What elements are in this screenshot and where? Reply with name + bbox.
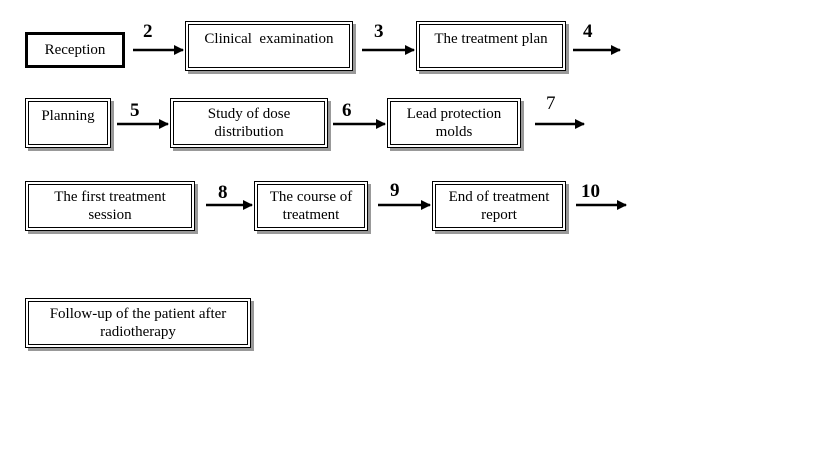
step-label: Lead protection molds [406,106,502,140]
step-label: Reception [44,42,106,58]
step-label: The course of treatment [269,189,353,223]
step-label: Planning [41,108,95,124]
step-planning: Planning [25,98,111,148]
step-label: End of treatment report [448,189,550,223]
step-treatment-plan: The treatment plan [416,21,566,71]
step-label: The treatment plan [434,31,548,47]
step-dose-distribution: Study of dose distribution [170,98,328,148]
arrow-label-8: 8 [218,182,228,203]
step-label: Clinical examination [204,31,334,47]
step-end-of-treatment-report: End of treatment report [432,181,566,231]
arrow-label-10: 10 [581,181,600,202]
arrow-label-9: 9 [390,180,400,201]
step-label: Study of dose distribution [207,106,291,140]
step-reception: Reception [25,32,125,68]
step-label: Follow-up of the patient after radiother… [49,306,227,340]
step-label: The first treatment session [54,189,166,223]
arrow-label-5: 5 [130,100,140,121]
arrow-label-3: 3 [374,21,384,42]
arrow-label-2: 2 [143,21,153,42]
step-lead-protection-molds: Lead protection molds [387,98,521,148]
step-clinical-examination: Clinical examination [185,21,353,71]
step-follow-up: Follow-up of the patient after radiother… [25,298,251,348]
step-course-of-treatment: The course of treatment [254,181,368,231]
arrow-label-7: 7 [546,93,556,114]
step-first-treatment-session: The first treatment session [25,181,195,231]
arrow-label-6: 6 [342,100,352,121]
arrow-label-4: 4 [583,21,593,42]
